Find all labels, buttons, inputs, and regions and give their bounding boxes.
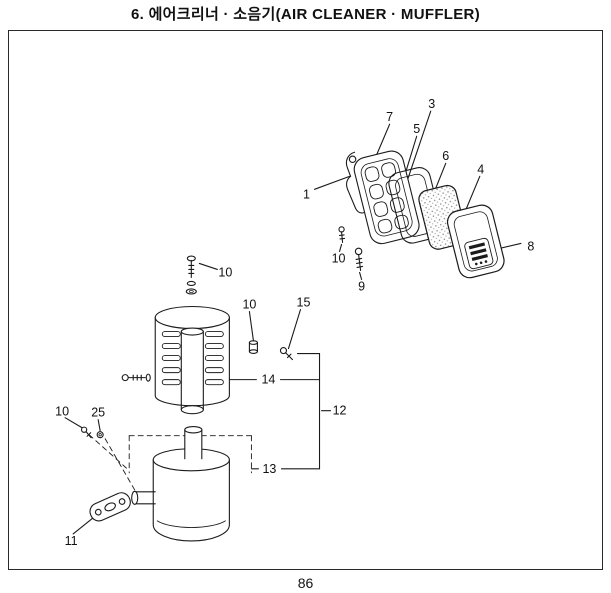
leader-line-part10-flange [64, 417, 83, 429]
muffler-gasket-flange [89, 492, 131, 522]
diagram-frame: 1 7 5 3 6 4 8 10 9 10 10 15 14 12 13 10 … [8, 30, 603, 570]
part-label-6: 6 [442, 149, 449, 163]
leader-line-part4 [464, 175, 481, 213]
screw-10-side [121, 373, 151, 382]
leader-line-part10-pipe [248, 310, 254, 342]
washer-25 [96, 431, 104, 439]
leader-line-part1 [313, 174, 354, 190]
muffler-outlet-stub [131, 490, 156, 505]
muffler-core-pipe [180, 327, 204, 415]
part-label-3: 3 [428, 97, 435, 111]
leader-line-part10-cover [198, 262, 218, 270]
part-label-5: 5 [413, 122, 420, 136]
air-cleaner-body [353, 150, 420, 245]
exploded-diagram: 1 7 5 3 6 4 8 10 9 10 10 15 14 12 13 10 … [55, 97, 534, 548]
bolt-10-air [338, 226, 346, 243]
part-label-10-pipe: 10 [242, 298, 256, 312]
part-label-11: 11 [65, 534, 78, 548]
leader-line-part3 [405, 110, 432, 186]
muffler-body [152, 448, 230, 542]
screw-9 [354, 247, 364, 272]
air-cleaner-cover [446, 204, 505, 279]
muffler-cover [154, 305, 230, 407]
part-label-1: 1 [303, 187, 310, 201]
bolt-10-flange [80, 426, 92, 439]
part-label-13: 13 [262, 462, 276, 476]
part-label-15: 15 [297, 296, 311, 310]
part-label-10-air: 10 [332, 251, 346, 265]
leader-line-part25 [97, 419, 101, 432]
part-label-10-flange: 10 [55, 405, 69, 419]
exhaust-inlet-pipe [184, 425, 203, 460]
page-number: 86 [297, 575, 314, 591]
part-labels: 1 7 5 3 6 4 8 10 9 10 10 15 14 12 13 10 … [55, 97, 534, 548]
leader-line-part9 [359, 271, 363, 281]
part-label-12: 12 [333, 404, 347, 418]
screw-10-cover [185, 255, 197, 295]
cover-grille [464, 237, 494, 270]
part-label-9: 9 [358, 279, 365, 293]
leader-line-part5 [405, 135, 418, 173]
bolt-15 [279, 347, 294, 361]
part-label-25: 25 [91, 406, 105, 420]
leader-line-part10-air [339, 243, 343, 252]
bracket-line-part12 [296, 353, 332, 470]
page-title: 6. 에어크리너 · 소음기(AIR CLEANER · MUFFLER) [131, 6, 480, 23]
leader-line-part15 [287, 308, 302, 350]
assembly-dashed-lines [88, 434, 252, 492]
part-label-4: 4 [477, 162, 484, 176]
part-label-10-cover: 10 [218, 265, 232, 279]
part-label-7: 7 [386, 110, 393, 124]
part-label-8: 8 [527, 239, 534, 253]
part-label-14: 14 [261, 373, 275, 387]
spacer-10-pipe [248, 340, 258, 354]
